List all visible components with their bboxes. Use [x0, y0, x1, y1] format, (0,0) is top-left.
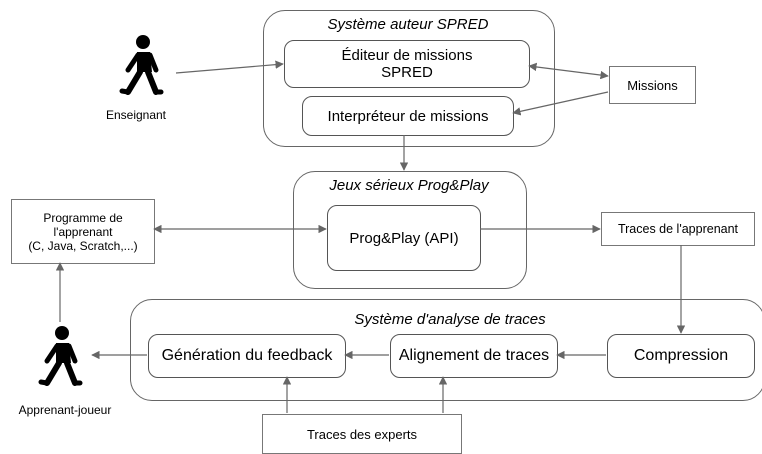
missions-node: Missions — [609, 66, 696, 104]
feedback-generation-node: Génération du feedback — [148, 334, 346, 378]
learner-traces-label: Traces de l'apprenant — [617, 222, 739, 236]
mission-interpreter-label: Interpréteur de missions — [327, 107, 489, 125]
teacher-actor-label: Enseignant — [105, 108, 167, 122]
mission-editor-label-line2: SPRED — [381, 64, 433, 81]
prog-play-group-title: Jeux sérieux Prog&Play — [329, 177, 489, 194]
mission-editor-node: Éditeur de missions SPRED — [284, 40, 530, 88]
trace-analysis-group-title: Système d'analyse de traces — [354, 311, 546, 328]
trace-alignment-node: Alignement de traces — [390, 334, 558, 378]
expert-traces-node: Traces des experts — [262, 414, 462, 454]
spred-group-title: Système auteur SPRED — [327, 16, 489, 33]
mission-editor-label-line1: Éditeur de missions — [341, 47, 473, 64]
compression-node: Compression — [607, 334, 755, 378]
learner-program-label-line1: Programme de — [43, 210, 123, 225]
trace-alignment-label: Alignement de traces — [398, 347, 550, 364]
learner-actor-label: Apprenant-joueur — [18, 403, 112, 417]
prog-play-api-label: Prog&Play (API) — [349, 229, 459, 247]
mission-interpreter-node: Interpréteur de missions — [302, 96, 514, 136]
prog-play-api-node: Prog&Play (API) — [327, 205, 481, 271]
learner-program-label-line2: l'apprenant — [53, 224, 113, 239]
teacher-figure-icon — [119, 35, 164, 95]
feedback-generation-label: Génération du feedback — [161, 347, 333, 364]
expert-traces-label: Traces des experts — [306, 427, 418, 442]
compression-label: Compression — [633, 347, 729, 364]
learner-program-node: Programme de l'apprenant (C, Java, Scrat… — [11, 199, 155, 264]
learner-program-label-line3: (C, Java, Scratch,...) — [28, 238, 138, 253]
learner-figure-icon — [38, 326, 83, 386]
learner-traces-node: Traces de l'apprenant — [601, 212, 755, 246]
missions-label: Missions — [627, 77, 678, 93]
